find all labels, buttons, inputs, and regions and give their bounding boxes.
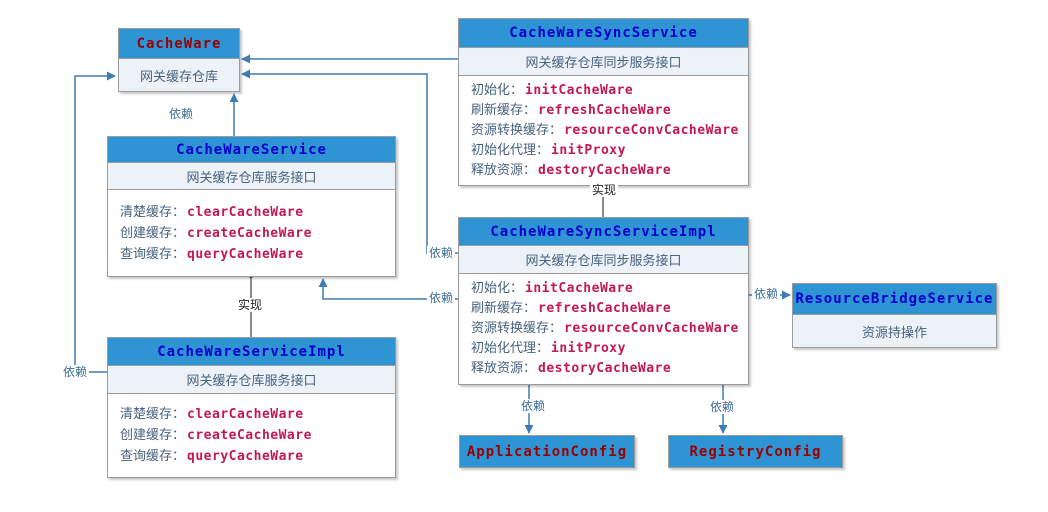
- method-row: 初始化代理：initProxy: [471, 141, 748, 161]
- edge-label-depend: 依赖: [426, 291, 456, 305]
- method-label: 初始化代理：: [471, 142, 550, 158]
- method-label: 刷新缓存：: [471, 301, 537, 316]
- edge-label-implement: 实现: [235, 298, 265, 312]
- class-description: 网关缓存仓库: [119, 59, 239, 91]
- class-description: 网关缓存仓库同步服务接口: [459, 48, 748, 76]
- method-label: 初始化：: [471, 82, 524, 98]
- class-box-cacheware: CacheWare 网关缓存仓库: [118, 28, 240, 92]
- method-name: queryCacheWare: [187, 449, 304, 464]
- class-title: CacheWareSyncService: [459, 19, 748, 48]
- method-name: createCacheWare: [187, 225, 312, 241]
- method-name: refreshCacheWare: [538, 301, 672, 316]
- edge-label-depend: 依赖: [166, 107, 196, 121]
- class-box-application-config: ApplicationConfig: [459, 435, 635, 468]
- class-title: ApplicationConfig: [460, 436, 634, 467]
- method-label: 释放资源：: [471, 361, 537, 376]
- method-row: 清楚缓存：clearCacheWare: [120, 404, 395, 425]
- method-row: 初始化代理：initProxy: [471, 339, 748, 359]
- method-row: 资源转换缓存：resourceConvCacheWare: [471, 319, 748, 339]
- method-list: 初始化：initCacheWare 刷新缓存：refreshCacheWare …: [459, 76, 748, 185]
- method-name: resourceConvCacheWare: [564, 122, 739, 138]
- class-box-cacheware-service-impl: CacheWareServiceImpl 网关缓存仓库服务接口 清楚缓存：cle…: [107, 337, 396, 478]
- method-row: 刷新缓存：refreshCacheWare: [471, 299, 748, 319]
- method-name: createCacheWare: [187, 428, 312, 443]
- class-title: RegistryConfig: [669, 436, 842, 467]
- class-box-cacheware-sync-service-impl: CacheWareSyncServiceImpl 网关缓存仓库同步服务接口 初始…: [458, 217, 749, 385]
- method-name: destoryCacheWare: [538, 162, 672, 178]
- method-name: clearCacheWare: [187, 407, 304, 422]
- class-description: 资源持操作: [793, 315, 996, 347]
- method-label: 查询缓存：: [120, 246, 186, 262]
- method-row: 资源转换缓存：resourceConvCacheWare: [471, 121, 748, 141]
- class-box-cacheware-service: CacheWareService 网关缓存仓库服务接口 清楚缓存：clearCa…: [107, 136, 396, 277]
- class-title: CacheWareService: [108, 137, 395, 163]
- method-label: 资源转换缓存：: [471, 122, 563, 138]
- method-label: 查询缓存：: [120, 449, 186, 464]
- method-row: 释放资源：destoryCacheWare: [471, 359, 748, 379]
- edge-label-depend: 依赖: [751, 287, 781, 301]
- class-box-registry-config: RegistryConfig: [668, 435, 843, 468]
- edge-label-depend: 依赖: [60, 365, 90, 379]
- class-description: 网关缓存仓库服务接口: [108, 366, 395, 394]
- method-list: 清楚缓存：clearCacheWare 创建缓存：createCacheWare…: [108, 394, 395, 477]
- method-row: 初始化：initCacheWare: [471, 81, 748, 101]
- method-row: 清楚缓存：clearCacheWare: [120, 202, 395, 223]
- edge-label-implement: 实现: [589, 183, 619, 197]
- class-title: CacheWareServiceImpl: [108, 338, 395, 366]
- method-row: 查询缓存：queryCacheWare: [120, 244, 395, 265]
- edge-label-depend: 依赖: [426, 246, 456, 260]
- class-box-cacheware-sync-service: CacheWareSyncService 网关缓存仓库同步服务接口 初始化：in…: [458, 18, 749, 186]
- edge-label-depend: 依赖: [518, 399, 548, 413]
- method-label: 创建缓存：: [120, 428, 186, 443]
- method-name: destoryCacheWare: [538, 361, 672, 376]
- method-label: 初始化：: [471, 281, 524, 296]
- method-label: 释放资源：: [471, 162, 537, 178]
- method-list: 初始化：initCacheWare 刷新缓存：refreshCacheWare …: [459, 274, 748, 384]
- method-label: 资源转换缓存：: [471, 321, 563, 336]
- class-description: 网关缓存仓库同步服务接口: [459, 246, 748, 274]
- method-name: resourceConvCacheWare: [564, 321, 739, 336]
- method-row: 释放资源：destoryCacheWare: [471, 161, 748, 181]
- method-row: 创建缓存：createCacheWare: [120, 425, 395, 446]
- method-name: queryCacheWare: [187, 246, 304, 262]
- edge-label-depend: 依赖: [707, 400, 737, 414]
- method-name: clearCacheWare: [187, 204, 304, 220]
- method-row: 初始化：initCacheWare: [471, 279, 748, 299]
- method-label: 初始化代理：: [471, 341, 550, 356]
- method-name: initProxy: [551, 142, 626, 158]
- class-box-resource-bridge-service: ResourceBridgeService 资源持操作: [792, 283, 997, 348]
- method-name: initCacheWare: [525, 82, 634, 98]
- method-label: 清楚缓存：: [120, 407, 186, 422]
- method-name: initProxy: [551, 341, 626, 356]
- method-label: 创建缓存：: [120, 225, 186, 241]
- method-list: 清楚缓存：clearCacheWare 创建缓存：createCacheWare…: [108, 190, 395, 276]
- class-title: ResourceBridgeService: [793, 284, 996, 315]
- method-label: 刷新缓存：: [471, 102, 537, 118]
- method-label: 清楚缓存：: [120, 204, 186, 220]
- class-title: CacheWare: [119, 29, 239, 59]
- class-title: CacheWareSyncServiceImpl: [459, 218, 748, 246]
- method-row: 创建缓存：createCacheWare: [120, 223, 395, 244]
- method-name: refreshCacheWare: [538, 102, 672, 118]
- method-name: initCacheWare: [525, 281, 634, 296]
- method-row: 查询缓存：queryCacheWare: [120, 446, 395, 467]
- method-row: 刷新缓存：refreshCacheWare: [471, 101, 748, 121]
- class-description: 网关缓存仓库服务接口: [108, 163, 395, 190]
